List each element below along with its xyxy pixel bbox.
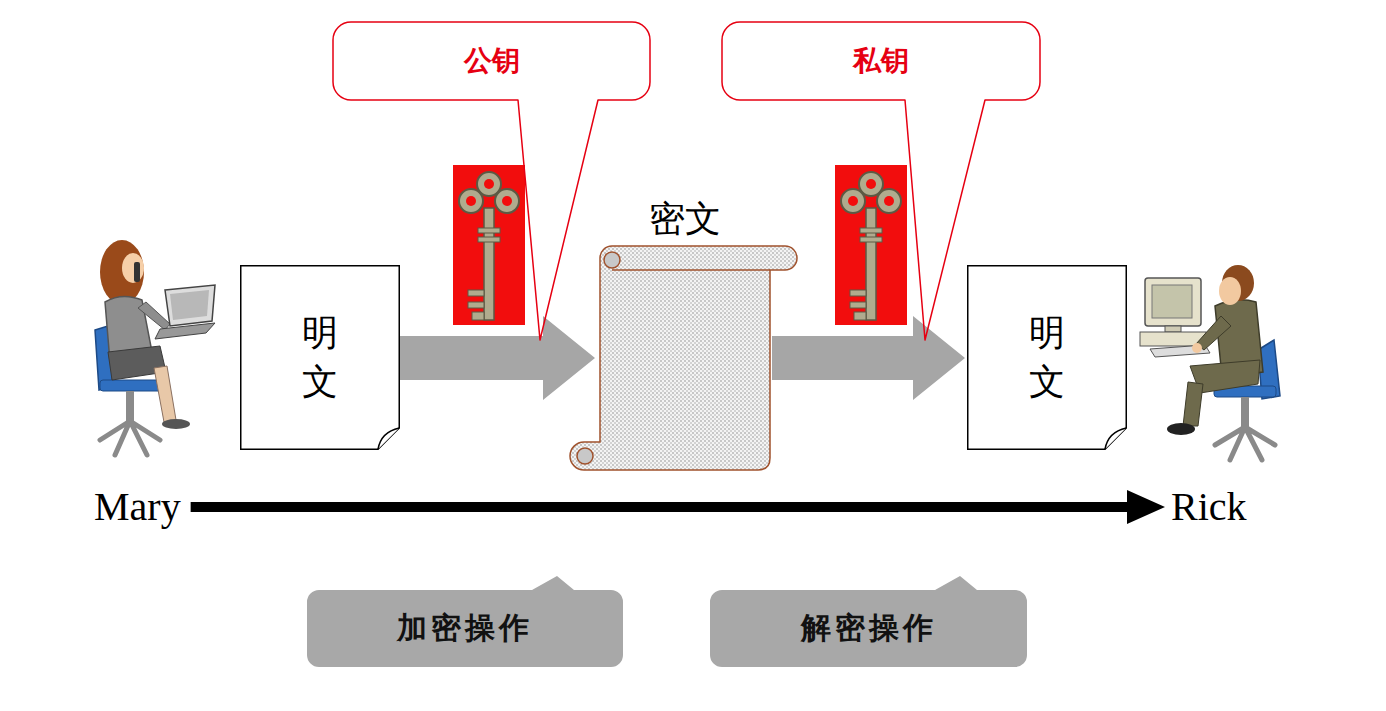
key-hole (484, 179, 494, 189)
key-bit (472, 312, 484, 320)
monitor-stand (1165, 326, 1181, 332)
flow-arrow (191, 490, 1165, 524)
arm (1196, 316, 1231, 350)
text-wrap: 明文 (240, 265, 400, 450)
key-hole (884, 196, 894, 206)
receiver-figure (1140, 265, 1280, 460)
document-shape: 明文 (967, 265, 1127, 450)
key-background (835, 165, 907, 325)
key-collar (860, 228, 882, 233)
lower-leg (1183, 382, 1203, 426)
hand (1192, 343, 1202, 353)
node-label: 明文 (302, 309, 338, 407)
person-name: Mary (94, 487, 181, 527)
hair (100, 240, 144, 304)
private-key-icon (835, 165, 907, 325)
node-label: 密文 (649, 195, 721, 244)
chair-stem (1241, 397, 1249, 427)
bubble-fill (722, 22, 1040, 100)
node-label: 私钥 (853, 42, 909, 80)
chair-seat (100, 380, 162, 391)
text-wrap: 密文 (598, 195, 772, 470)
key-bit (468, 290, 484, 296)
key-collar (478, 228, 500, 233)
laptop-display (170, 290, 209, 320)
text-wrap: 加密操作 (307, 590, 623, 667)
key-background (453, 165, 525, 325)
face (1219, 277, 1241, 305)
node-label: 加密操作 (397, 608, 533, 649)
key-bit (854, 312, 866, 320)
operation-shape (307, 576, 623, 667)
key-bow (841, 189, 865, 213)
key-bow (877, 189, 901, 213)
document-shape-outline (967, 265, 1127, 450)
document-shape-outline (240, 265, 400, 450)
scroll-curl (604, 252, 620, 268)
person-label: Mary (94, 487, 181, 527)
shoe (1167, 423, 1195, 435)
text-wrap: 解密操作 (710, 590, 1027, 667)
operation-shape (710, 576, 1027, 667)
page-fold (1105, 428, 1126, 449)
page (968, 266, 1127, 450)
scroll (570, 246, 797, 470)
phone (134, 262, 140, 282)
text-wrap: 公钥 (333, 22, 650, 100)
text-wrap: Rick (1171, 487, 1247, 527)
key-hole (466, 196, 476, 206)
monitor-screen (1152, 285, 1192, 318)
chair-base (1215, 427, 1275, 460)
page (241, 266, 400, 450)
node-label: 公钥 (464, 42, 520, 80)
laptop-screen (165, 285, 215, 326)
key-bit (468, 302, 484, 308)
block-arrow (400, 316, 595, 400)
operation-box: 加密操作 (307, 590, 623, 667)
key-shaft (866, 208, 876, 320)
key-bit (850, 290, 866, 296)
monitor (1145, 278, 1201, 326)
leg (154, 366, 176, 422)
arm (138, 302, 170, 330)
laptop-base (155, 323, 215, 339)
scroll-shape: 密文 (598, 195, 772, 470)
key-bit (850, 302, 866, 308)
face (122, 253, 144, 283)
block-arrow (772, 316, 965, 400)
key-shaft (484, 208, 494, 320)
callout-bubble: 公钥 (333, 22, 650, 100)
key-collar (478, 237, 500, 242)
key-collar (860, 237, 882, 242)
scroll-roll-line (612, 269, 770, 271)
scroll-body (570, 246, 797, 470)
sender-figure (95, 240, 215, 455)
key-hole (866, 179, 876, 189)
person-label: Rick (1171, 487, 1247, 527)
scroll-curl (577, 448, 593, 464)
callout-bubble: 私钥 (722, 22, 1040, 100)
document-shape: 明文 (240, 265, 400, 450)
person-name: Rick (1171, 487, 1247, 527)
key-bow (459, 189, 483, 213)
key-hole (848, 196, 858, 206)
key-bow (495, 189, 519, 213)
key-hole (502, 196, 512, 206)
public-key-icon (453, 165, 525, 325)
bubble-fill (333, 22, 650, 100)
chair-stem (126, 391, 134, 421)
node-label: 解密操作 (801, 608, 937, 649)
chair-base (100, 421, 160, 455)
shoe (162, 419, 190, 429)
page-fold (378, 428, 399, 449)
text-wrap: 私钥 (722, 22, 1040, 100)
text-wrap: Mary (94, 487, 181, 527)
node-label: 明文 (1029, 309, 1065, 407)
operation-box: 解密操作 (710, 590, 1027, 667)
text-wrap: 明文 (967, 265, 1127, 450)
